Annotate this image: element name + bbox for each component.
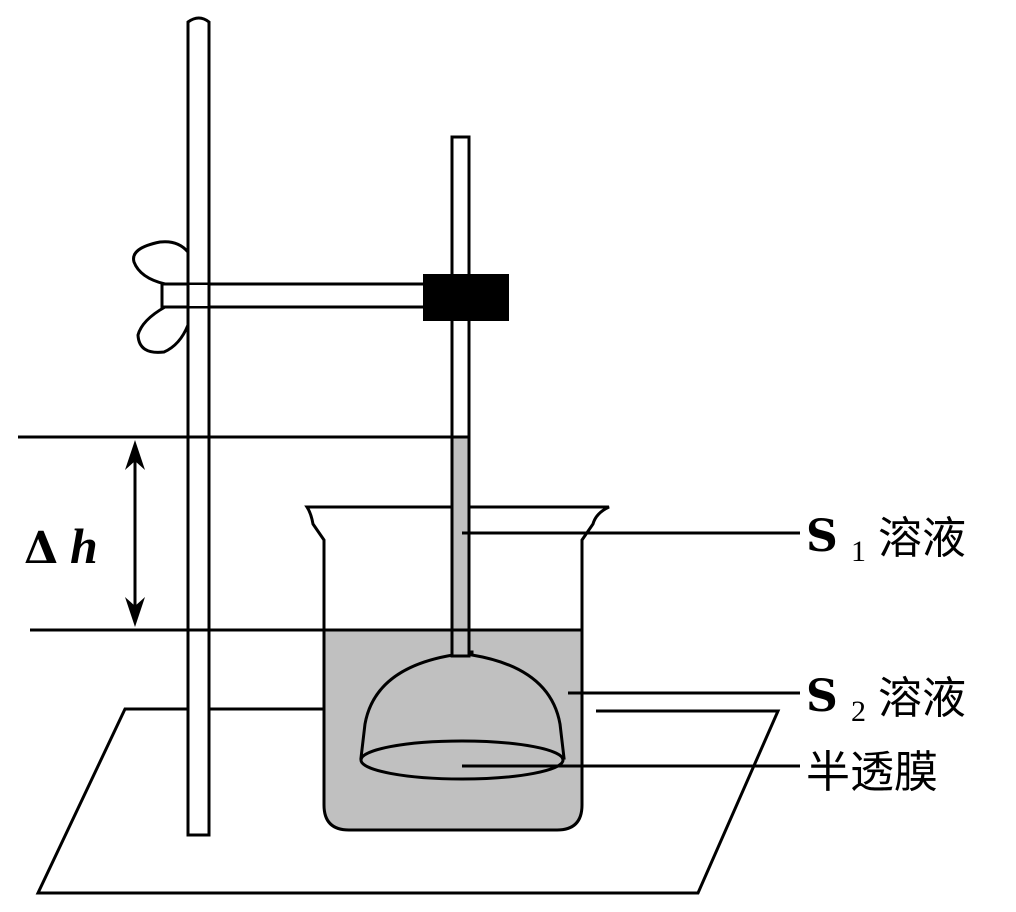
semipermeable-membrane	[359, 739, 565, 781]
s2-label-subscript: 2	[851, 695, 866, 728]
s2-label-letter: S	[806, 671, 838, 722]
s1-label-letter: S	[806, 511, 838, 562]
beaker	[304, 505, 610, 832]
height-variable: h	[70, 518, 98, 574]
clamp-block	[423, 274, 509, 321]
height-arrow-head-bottom	[125, 597, 145, 627]
s2-label-text: 溶液	[878, 673, 966, 724]
wing-nut-upper	[132, 240, 190, 286]
delta-symbol: Δ	[24, 523, 58, 574]
wing-nut-lower	[136, 305, 190, 354]
s1-label-subscript: 1	[851, 535, 866, 568]
s1-label-text: 溶液	[878, 513, 966, 564]
stand-rod	[186, 16, 211, 837]
rod-over-arm	[189, 285, 208, 306]
base-plate	[35, 707, 781, 895]
s1-solution-tube	[450, 435, 471, 658]
membrane-label: 半透膜	[806, 747, 938, 798]
height-arrow-head-top	[125, 440, 145, 470]
